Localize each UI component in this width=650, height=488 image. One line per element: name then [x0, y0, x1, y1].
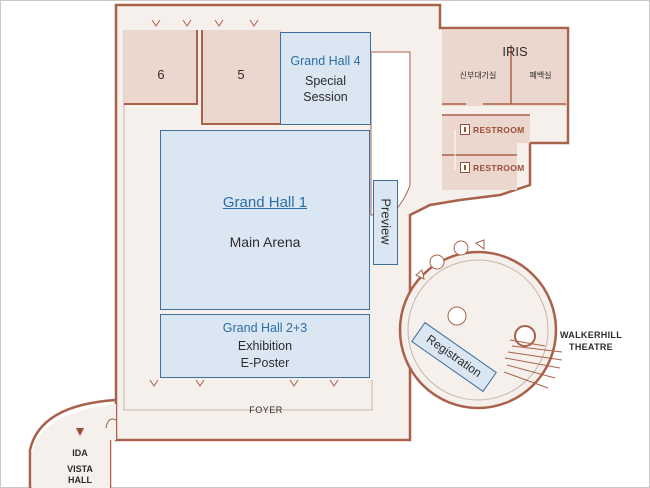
restroom-1-label: RESTROOM	[473, 125, 525, 135]
grand-hall-4-line1: Special	[305, 74, 346, 88]
vista-label-2: HALL	[68, 475, 92, 485]
iris-room[interactable]	[442, 30, 566, 106]
room-5[interactable]	[201, 30, 281, 125]
foyer-label: FOYER	[249, 405, 283, 415]
restroom-icon	[460, 124, 470, 135]
theatre-steps	[503, 339, 563, 389]
grand-hall-1-title: Grand Hall 1	[222, 194, 308, 211]
room-6[interactable]	[124, 30, 198, 105]
preview-label: Preview	[378, 198, 394, 245]
stage-circle	[514, 325, 536, 347]
door-arc	[105, 418, 117, 429]
door-ticks-top	[149, 19, 339, 387]
vista-label-1: VISTA	[67, 464, 93, 474]
restroom-2-label: RESTROOM	[473, 163, 525, 173]
bride-room-label: 신부대기실	[459, 71, 497, 80]
grand-hall-4[interactable]	[280, 32, 371, 125]
grand-hall-2-3-line1: Exhibition	[237, 339, 293, 353]
ida-marker	[76, 428, 84, 436]
pyebaek-room-label: 폐백실	[529, 71, 552, 80]
room-5-label: 5	[237, 67, 245, 82]
theatre-inner	[407, 259, 549, 401]
restroom-icon	[460, 162, 470, 173]
ida-label: IDA	[72, 448, 88, 458]
restroom-2[interactable]: RESTROOM	[460, 162, 525, 173]
ida-vista-wall-outer	[28, 398, 117, 488]
walkerhill-label-1: WALKERHILL	[560, 330, 622, 340]
grand-hall-2-3-line2: E-Poster	[240, 356, 290, 370]
ida-vista-floor	[32, 404, 116, 488]
grand-hall-1[interactable]	[160, 130, 370, 310]
room-6-label: 6	[157, 67, 165, 82]
iris-label: IRIS	[502, 44, 528, 59]
column-circle	[447, 306, 467, 326]
inner-outline	[123, 30, 373, 411]
grand-hall-2-3-title: Grand Hall 2+3	[222, 321, 308, 335]
walkerhill-theatre	[398, 250, 558, 410]
grand-hall-4-title: Grand Hall 4	[290, 54, 361, 68]
walkerhill-label-2: THEATRE	[569, 342, 613, 352]
grand-hall-2-3[interactable]	[160, 314, 370, 378]
grand-hall-1-subtitle: Main Arena	[229, 234, 301, 250]
doors-theatre	[415, 239, 485, 280]
preview-room[interactable]	[373, 180, 398, 265]
grand-hall-4-line2: Session	[303, 90, 348, 104]
restroom-1[interactable]: RESTROOM	[460, 124, 525, 135]
